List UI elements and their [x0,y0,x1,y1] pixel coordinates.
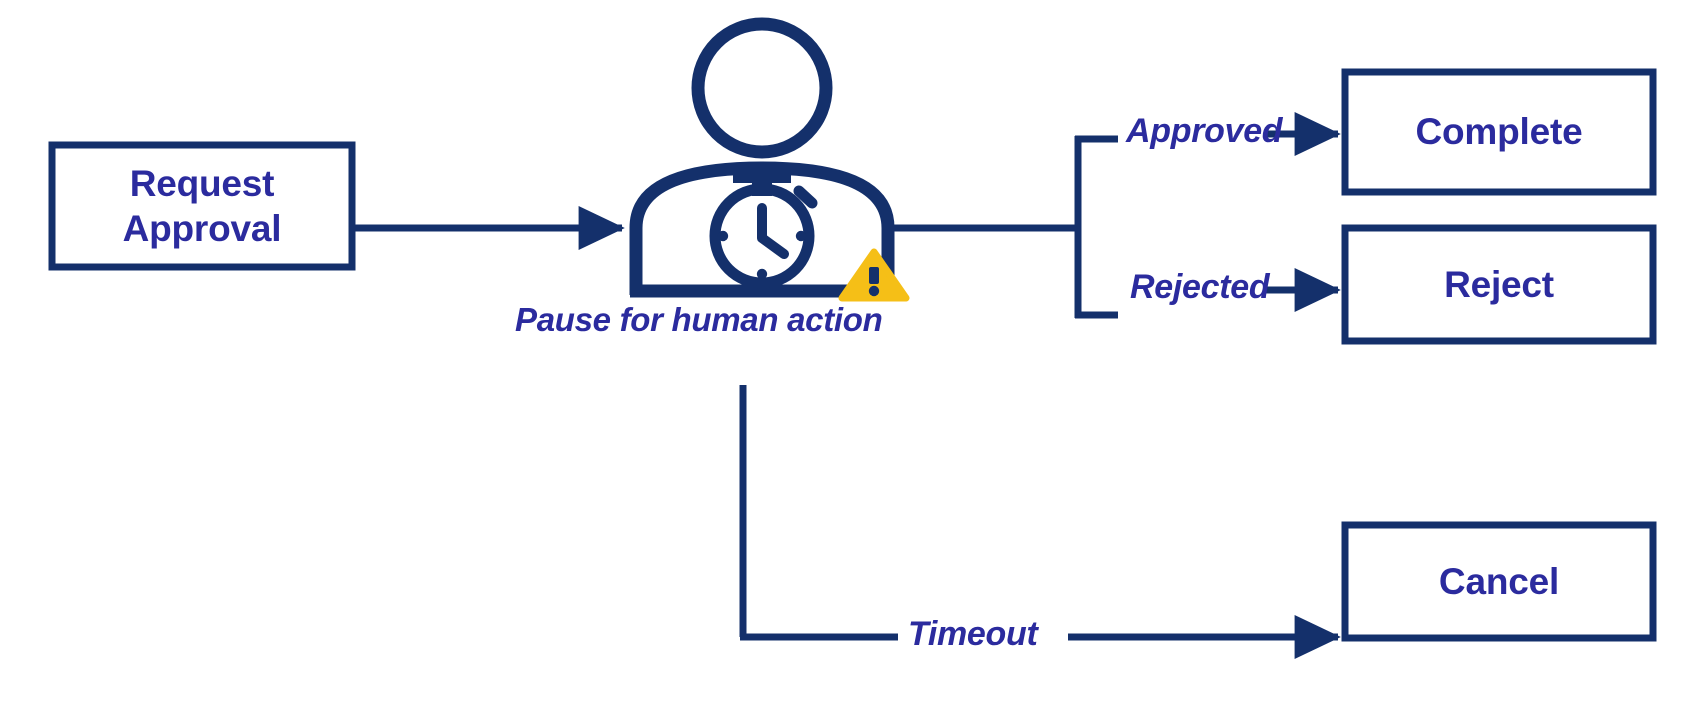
node-pause-for-human-action[interactable] [630,20,910,305]
person-with-stopwatch-icon[interactable] [629,17,910,302]
node-request-approval[interactable] [52,145,352,267]
node-complete[interactable] [1345,72,1653,192]
node-box-complete[interactable] [1341,68,1657,196]
node-box-request-approval[interactable] [48,141,356,271]
node-box-cancel[interactable] [1341,521,1657,642]
stopwatch-icon [709,170,818,289]
node-cancel[interactable] [1345,525,1653,638]
node-box-reject[interactable] [1341,224,1657,345]
node-reject[interactable] [1345,228,1653,341]
warning-triangle-icon[interactable] [838,248,910,302]
person-head-icon [691,17,833,159]
